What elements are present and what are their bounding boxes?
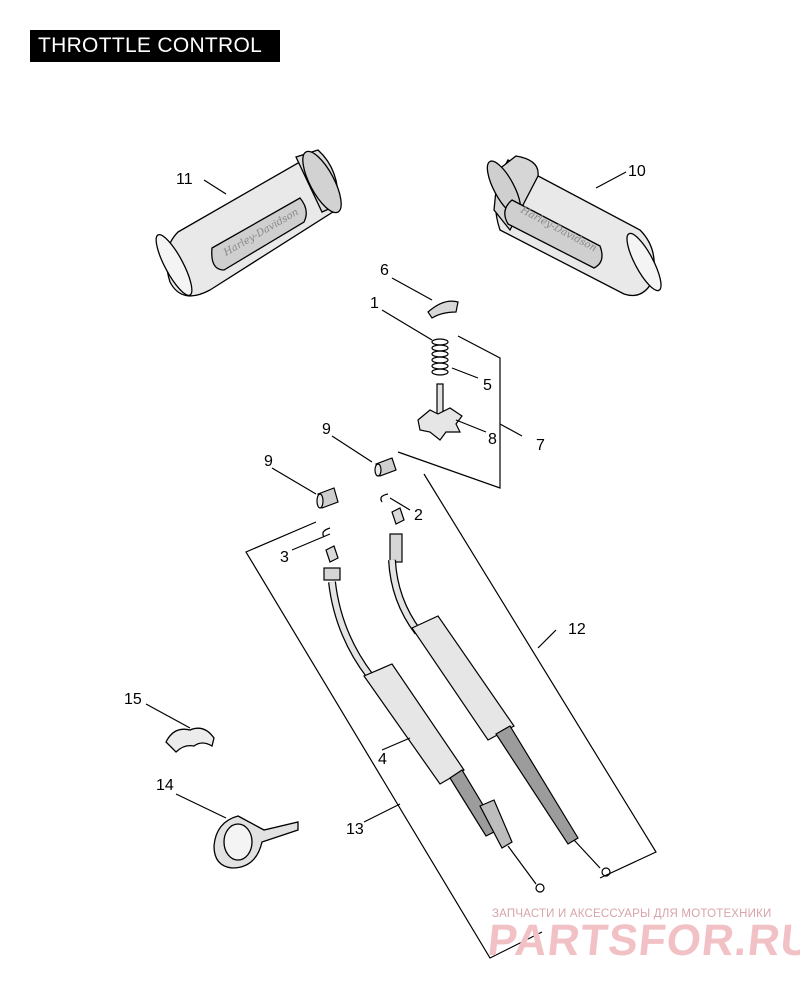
callout-9-upper: 9 — [322, 421, 331, 438]
assembly-group-lines — [245, 335, 657, 959]
leader-lines — [145, 171, 627, 823]
callout-10: 10 — [628, 163, 646, 180]
ferrule-upper — [374, 457, 397, 477]
callout-4: 4 — [378, 751, 387, 768]
callout-13: 13 — [346, 821, 364, 838]
watermark-tagline: ЗАПЧАСТИ И АКСЕССУАРЫ ДЛЯ МОТОТЕХНИКИ — [492, 908, 772, 920]
callout-9-lower: 9 — [264, 453, 273, 470]
watermark-logo: PARTSFOR.RU — [485, 916, 800, 965]
callout-2: 2 — [414, 507, 423, 524]
callout-5: 5 — [483, 377, 492, 394]
throttle-cable — [388, 507, 611, 877]
callout-3: 3 — [280, 549, 289, 566]
adjusting-screw — [417, 383, 463, 441]
callout-8: 8 — [488, 431, 497, 448]
page-title: THROTTLE CONTROL — [30, 30, 280, 62]
friction-shoe — [427, 300, 459, 319]
bracket — [213, 815, 299, 869]
retaining-clip-lower — [322, 527, 331, 538]
callout-15: 15 — [124, 691, 142, 708]
callout-12: 12 — [568, 621, 586, 638]
idle-cable — [323, 545, 545, 893]
ferrule-lower — [316, 487, 339, 509]
spring — [431, 338, 449, 376]
callout-1: 1 — [370, 295, 379, 312]
callout-11: 11 — [176, 171, 193, 188]
callout-7: 7 — [536, 437, 545, 454]
callout-14: 14 — [156, 777, 174, 794]
left-grip: Harley-Davidson — [155, 149, 342, 297]
cable-clip — [165, 727, 215, 753]
callout-6: 6 — [380, 262, 389, 279]
right-grip: Harley-Davidson — [486, 155, 662, 297]
retaining-clip-upper — [380, 493, 389, 503]
